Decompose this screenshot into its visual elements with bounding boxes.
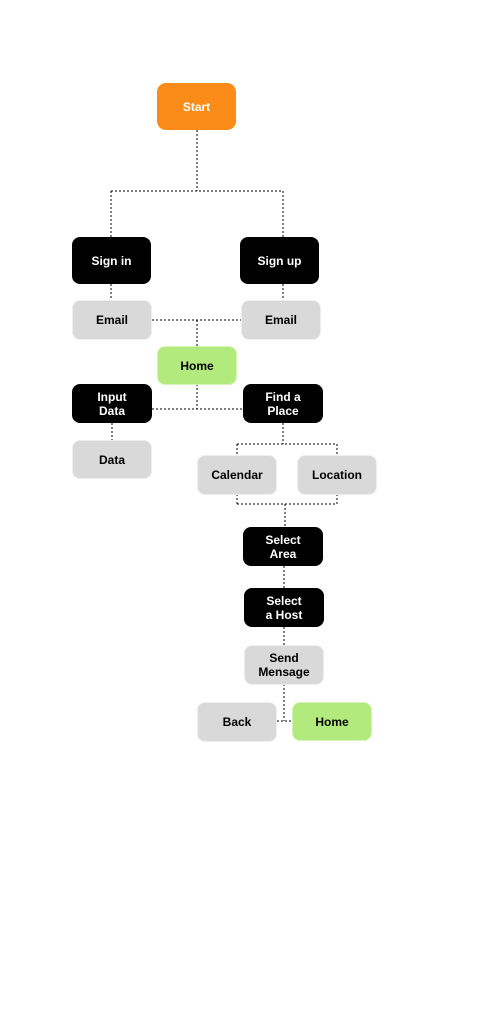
connector-find-branch [236, 423, 338, 456]
input-data-node[interactable]: Input Data [72, 384, 152, 423]
connector-home-branch [152, 384, 243, 410]
calendar-node[interactable]: Calendar [197, 455, 277, 495]
sign-in-node[interactable]: Sign in [72, 237, 151, 284]
select-area-node[interactable]: Select Area [243, 527, 323, 566]
find-a-place-node[interactable]: Find a Place [243, 384, 323, 423]
home-node[interactable]: Home [157, 346, 237, 385]
connector-send-end [277, 684, 292, 722]
email-sign-in-node[interactable]: Email [72, 300, 152, 340]
select-a-host-node[interactable]: Select a Host [244, 588, 324, 627]
connector-emails-home [152, 319, 242, 346]
data-node[interactable]: Data [72, 440, 152, 479]
start-node[interactable]: Start [157, 83, 236, 130]
back-node[interactable]: Back [197, 702, 277, 742]
connector-start-branch [110, 130, 284, 237]
location-node[interactable]: Location [297, 455, 377, 495]
home-end-node[interactable]: Home [292, 702, 372, 741]
sign-up-node[interactable]: Sign up [240, 237, 319, 284]
send-message-node[interactable]: Send Mensage [244, 645, 324, 685]
email-sign-up-node[interactable]: Email [241, 300, 321, 340]
connector-merge [236, 494, 338, 527]
